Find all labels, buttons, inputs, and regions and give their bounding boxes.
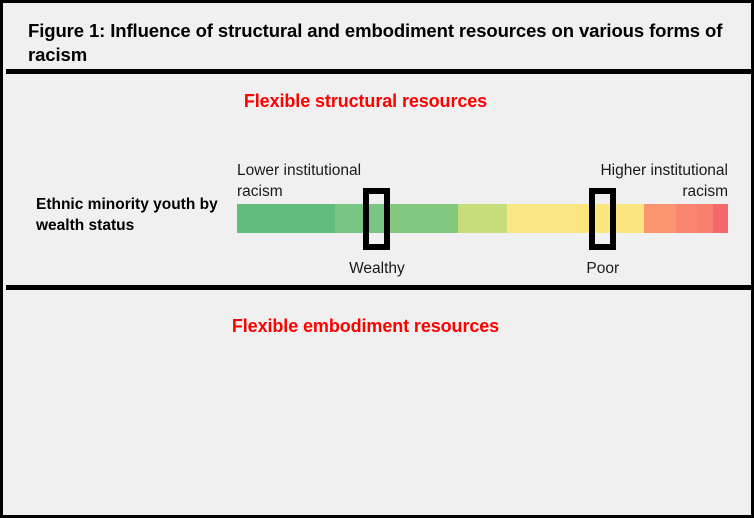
annotation-line-2: racism (237, 183, 283, 201)
marker-poor[interactable] (589, 188, 617, 250)
panel-embodiment-resources: Flexible embodiment resources Ethnic min… (6, 295, 751, 515)
panel-structural-resources: Flexible structural resources Ethnic min… (6, 79, 751, 290)
row-label-wealth-status: Ethnic minority youth by wealth status (36, 196, 218, 234)
marker-wealthy[interactable] (363, 188, 391, 250)
marker-caption-wealthy: Wealthy (349, 260, 405, 277)
scale-band (713, 204, 728, 233)
scale-band (644, 204, 677, 233)
scale-wealth-status: Lower institutional racism Higher instit… (237, 162, 728, 277)
figure-title-block: Figure 1: Influence of structural and em… (6, 6, 751, 74)
scale-band (507, 204, 576, 233)
annotation-line-2: racism (682, 183, 728, 201)
scale-band (698, 204, 714, 233)
gradient-scale-bar (237, 204, 728, 233)
scale-band (237, 204, 336, 233)
marker-caption-poor: Poor (586, 260, 620, 277)
annotation-lower-institutional-racism: Lower institutional racism (237, 161, 361, 203)
annotation-line-1: Lower institutional (237, 162, 362, 180)
annotation-line-1: Higher institutional (600, 162, 728, 180)
scale-band (575, 204, 645, 233)
scale-band (676, 204, 699, 233)
scale-band (389, 204, 458, 233)
annotation-higher-institutional-racism: Higher institutional racism (600, 161, 728, 203)
scale-band (335, 204, 390, 233)
panel-heading-embodiment: Flexible embodiment resources (231, 316, 500, 336)
figure-title: Figure 1: Influence of structural and em… (28, 20, 723, 66)
panel-heading-structural: Flexible structural resources (243, 91, 488, 111)
scale-band (457, 204, 508, 233)
